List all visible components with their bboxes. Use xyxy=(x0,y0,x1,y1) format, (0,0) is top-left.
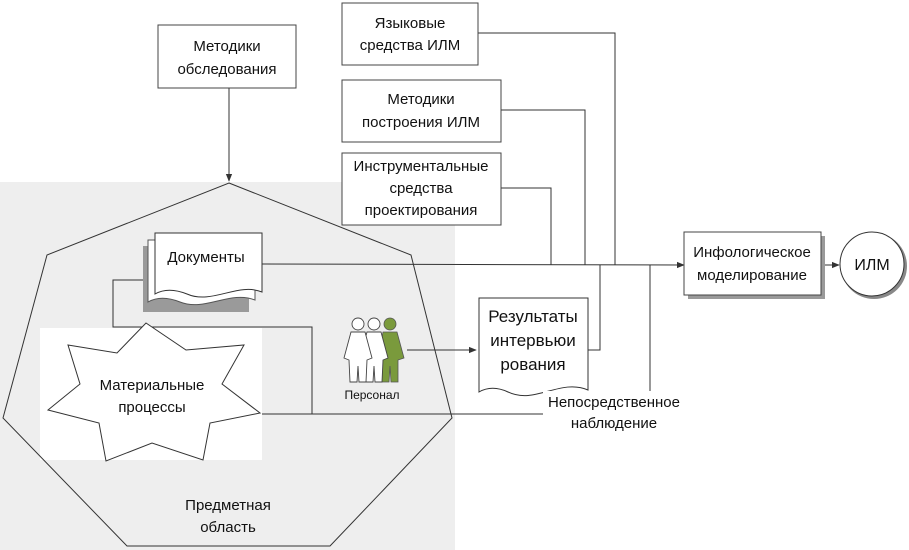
infological-line-1: Инфологическое xyxy=(693,244,811,261)
node-material-processes: Материальные процессы xyxy=(46,322,262,462)
language-tools-line-1: Языковые xyxy=(375,15,446,32)
interview-results-line-1: Результаты xyxy=(488,307,578,326)
infological-line-2: моделирование xyxy=(697,267,807,284)
line-interview-to-main xyxy=(588,265,601,351)
material-processes-line-1: Материальные xyxy=(100,377,205,394)
personnel-label: Персонал xyxy=(344,388,399,402)
node-interview-results: Результаты интервьюи рования xyxy=(478,297,589,397)
documents-page-front xyxy=(154,232,263,298)
interview-results-line-3: рования xyxy=(500,355,565,374)
subject-area-line-2: область xyxy=(200,519,256,536)
personnel-icon: Персонал xyxy=(343,317,405,402)
arrow-material-to-docs xyxy=(112,276,313,414)
node-ilm: ИЛМ xyxy=(839,231,907,299)
subject-area-line-1: Предметная xyxy=(185,497,271,514)
subject-area-label: Предметная область xyxy=(185,497,271,536)
instr-tools-line-2: средства xyxy=(389,180,453,197)
node-methods-build: Методики построения ИЛМ xyxy=(341,79,502,143)
documents-label: Документы xyxy=(167,249,244,266)
line-methods-build xyxy=(501,109,586,265)
node-instr-tools: Инструментальные средства проектирования xyxy=(341,152,502,226)
instr-tools-line-1: Инструментальные xyxy=(354,158,489,175)
instr-tools-line-3: проектирования xyxy=(365,202,478,219)
ilm-label: ИЛМ xyxy=(854,257,889,274)
interview-results-shape xyxy=(478,297,589,397)
methods-build-line-1: Методики xyxy=(387,91,454,108)
material-processes-line-2: процессы xyxy=(118,399,185,416)
node-methods-survey: Методики обследования xyxy=(157,24,297,89)
line-instr-tools xyxy=(501,187,552,265)
methods-build-line-2: построения ИЛМ xyxy=(362,114,480,131)
personnel-figure-front xyxy=(343,317,373,383)
node-documents: Документы xyxy=(143,232,263,312)
material-processes-star xyxy=(46,322,262,462)
language-tools-line-2: средства ИЛМ xyxy=(360,37,460,54)
node-observation: Непосредственное наблюдение xyxy=(543,391,689,432)
node-infological: Инфологическое моделирование xyxy=(683,231,825,299)
interview-results-line-2: интервьюи xyxy=(490,331,576,350)
arrow-docs-to-infological xyxy=(261,261,685,269)
node-language-tools: Языковые средства ИЛМ xyxy=(341,2,479,66)
subject-area-heptagon xyxy=(2,182,453,547)
observation-line-1: Непосредственное xyxy=(548,394,680,411)
line-language-tools xyxy=(478,32,616,265)
methods-survey-line-1: Методики xyxy=(193,38,260,55)
observation-line-2: наблюдение xyxy=(571,415,657,432)
methods-survey-line-2: обследования xyxy=(177,61,276,78)
